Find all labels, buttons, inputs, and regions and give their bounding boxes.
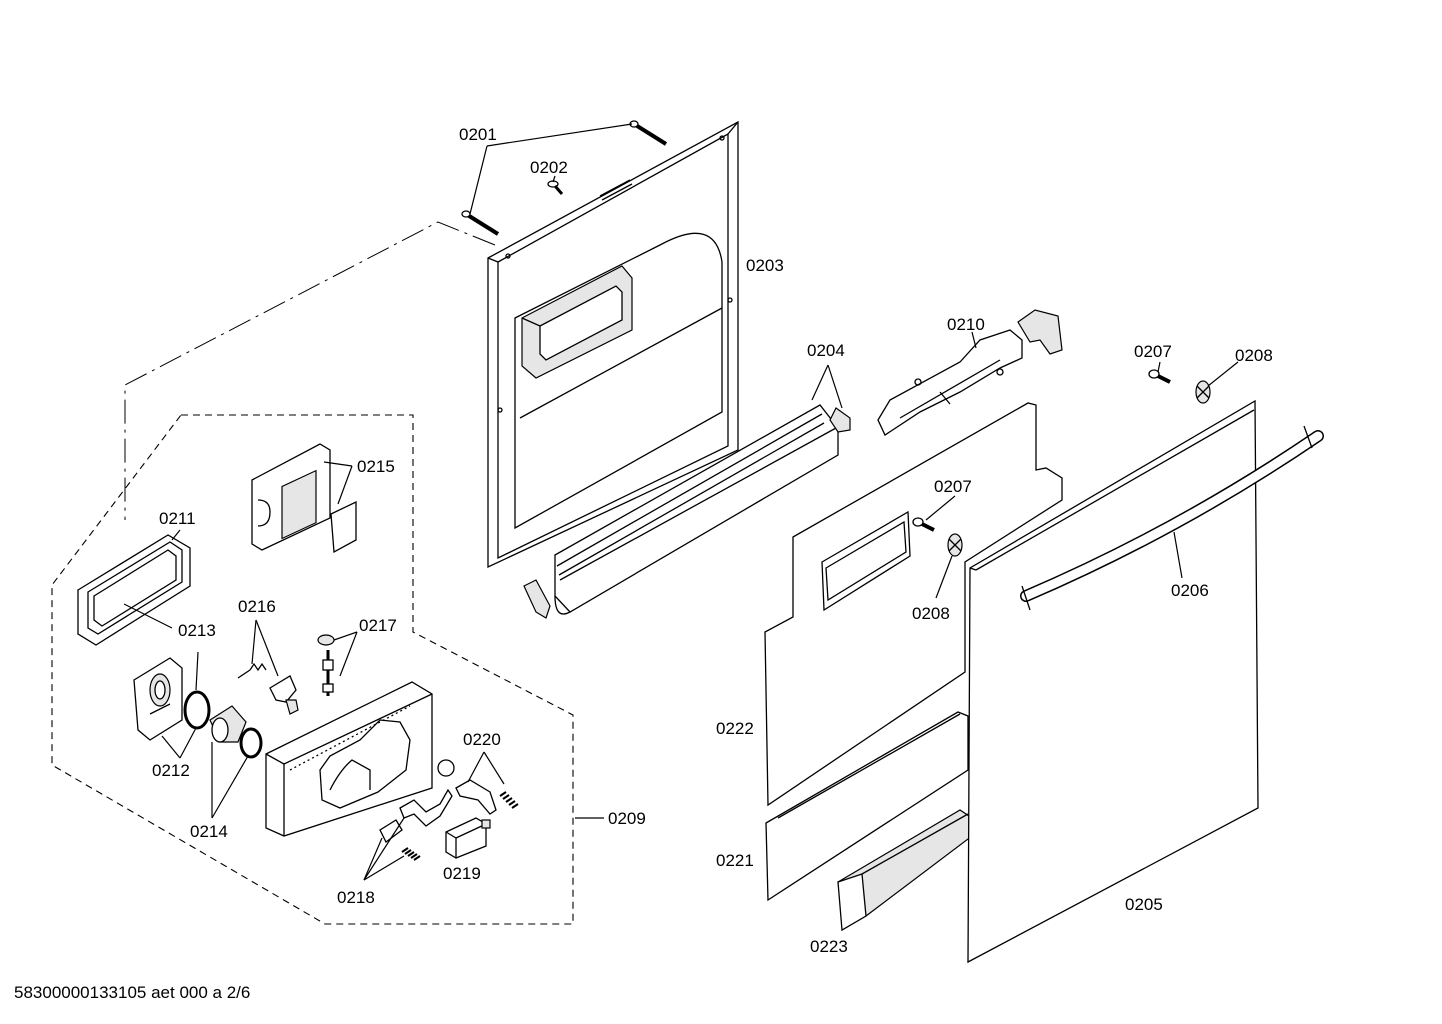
screw-0201-left <box>461 210 500 236</box>
filter-cover-0215 <box>251 443 357 554</box>
label-0214: 0214 <box>190 822 228 841</box>
part-labels: 0201 0202 0203 0204 0205 0206 0207 0208 … <box>152 125 1273 956</box>
long-dash-outline <box>124 221 496 520</box>
label-0206: 0206 <box>1171 581 1209 600</box>
screw-0207-right <box>1148 369 1171 384</box>
valve-stem-0217 <box>317 634 335 696</box>
housing-0212 <box>133 657 183 741</box>
label-0202: 0202 <box>530 158 568 177</box>
label-0216: 0216 <box>238 597 276 616</box>
label-0201: 0201 <box>459 125 497 144</box>
label-0218: 0218 <box>337 888 375 907</box>
label-0221: 0221 <box>716 851 754 870</box>
label-0217: 0217 <box>359 616 397 635</box>
module-body <box>265 681 433 837</box>
seal-frame-0211 <box>77 534 191 646</box>
seal-rail <box>523 404 851 619</box>
spring-pin-0216 <box>237 662 299 715</box>
ring-0213 <box>183 690 211 730</box>
label-0212: 0212 <box>152 761 190 780</box>
front-door <box>967 399 1259 964</box>
label-0213: 0213 <box>178 621 216 640</box>
label-0215: 0215 <box>357 457 395 476</box>
label-0222: 0222 <box>716 719 754 738</box>
label-0207-middle: 0207 <box>934 477 972 496</box>
leader-lines <box>123 123 1239 881</box>
washer-0208-right <box>1195 380 1211 404</box>
label-0208-middle: 0208 <box>912 604 950 623</box>
ball-spring-0220 <box>437 759 519 815</box>
screw-0202 <box>547 180 564 195</box>
screw-0201-top <box>629 120 668 146</box>
lower-panel <box>765 711 969 902</box>
label-0207-right: 0207 <box>1134 342 1172 361</box>
switch-0219 <box>445 817 491 859</box>
label-0204: 0204 <box>807 341 845 360</box>
label-0220: 0220 <box>463 730 501 749</box>
label-0205: 0205 <box>1125 895 1163 914</box>
label-0208-right: 0208 <box>1235 346 1273 365</box>
label-0210: 0210 <box>947 315 985 334</box>
door-handle <box>1020 425 1324 611</box>
decor-panel <box>764 402 1063 807</box>
screw-0207-middle <box>912 517 935 532</box>
module-0209-outline <box>51 414 574 925</box>
washer-0208-middle <box>947 533 963 557</box>
label-0209: 0209 <box>608 809 646 828</box>
label-0219: 0219 <box>443 864 481 883</box>
nozzle-0214 <box>209 705 263 759</box>
inner-door-panel <box>487 120 739 569</box>
label-0223: 0223 <box>810 937 848 956</box>
bottom-trim <box>837 809 973 932</box>
label-0203: 0203 <box>746 256 784 275</box>
lever-0218 <box>379 788 453 861</box>
document-code: 58300000133105 aet 000 a 2/6 <box>14 983 250 1002</box>
hinge-bracket <box>877 309 1063 436</box>
label-0211: 0211 <box>159 509 196 528</box>
